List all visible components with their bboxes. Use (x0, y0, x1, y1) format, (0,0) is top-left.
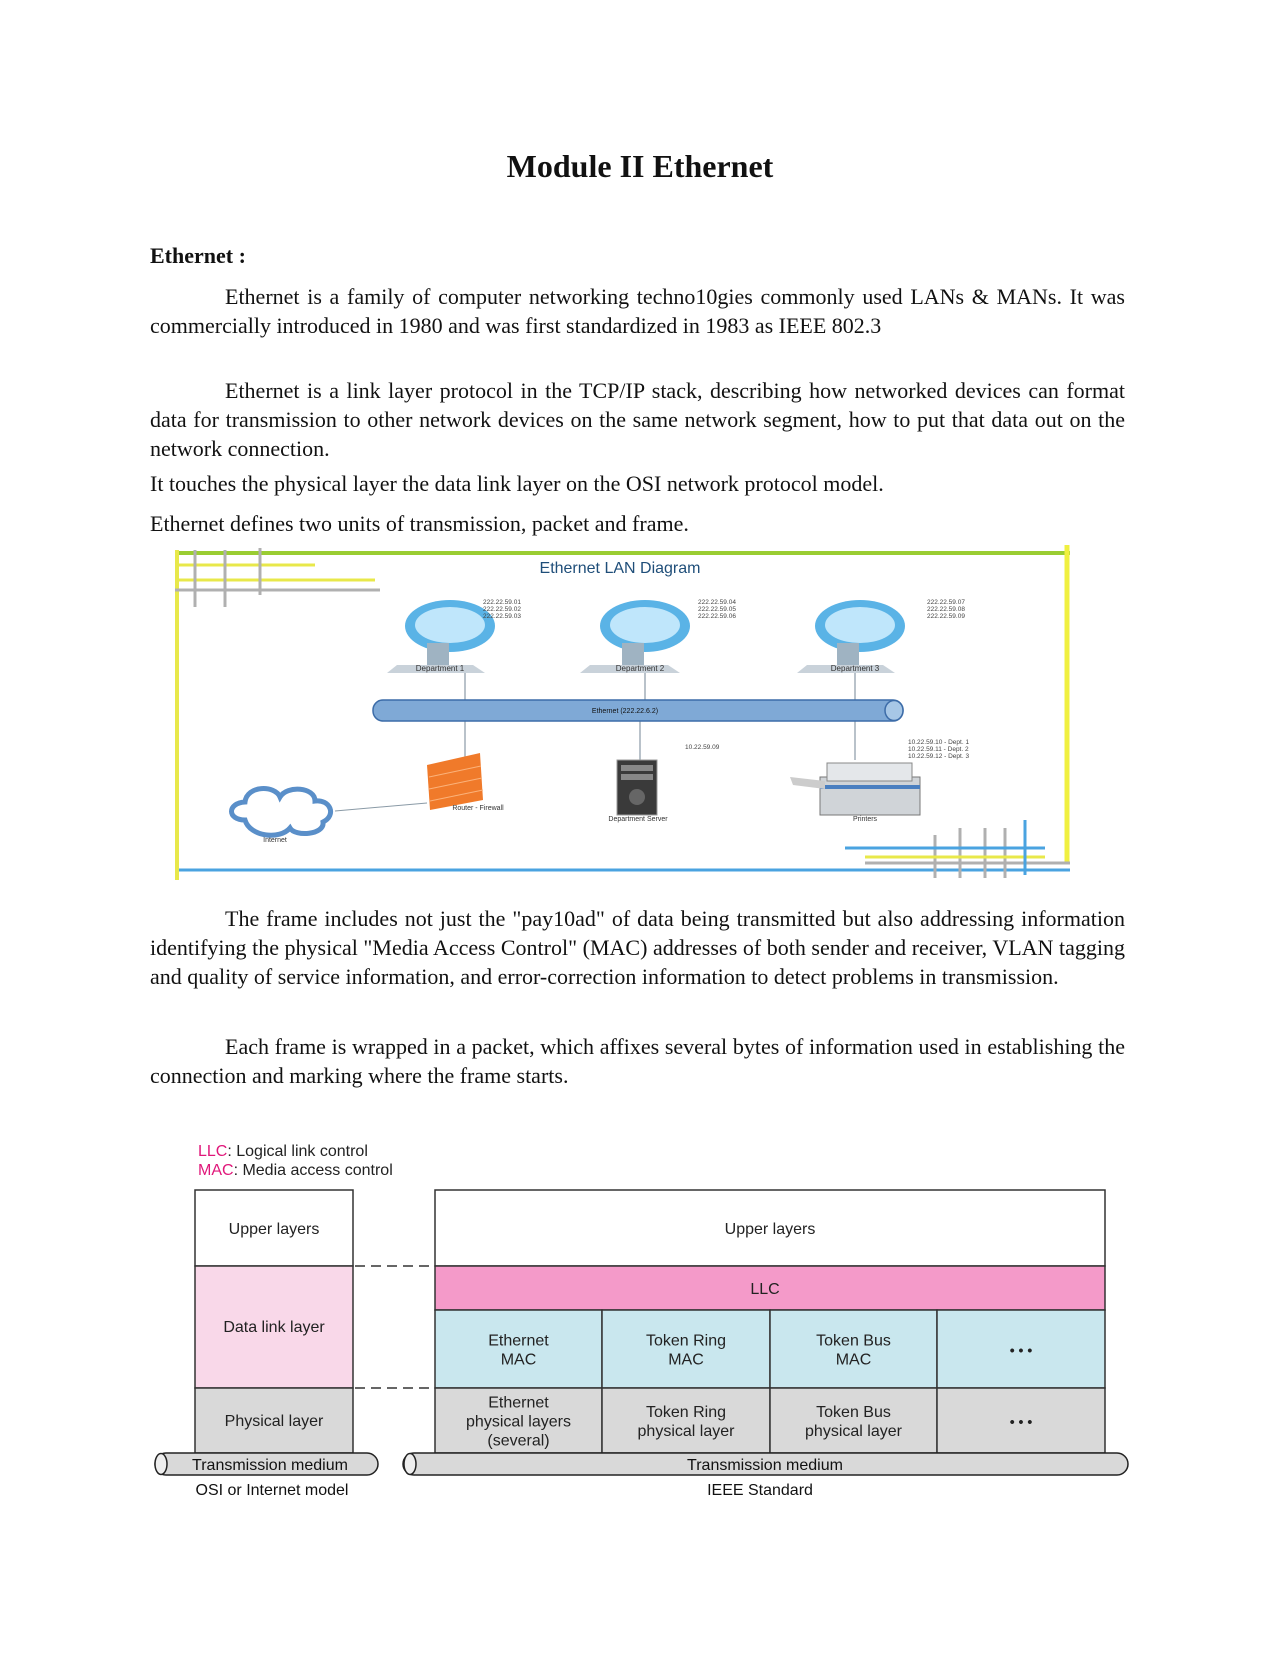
ip-label: 222.22.59.08 (927, 606, 965, 613)
ip-label: 222.22.59.05 (698, 606, 736, 613)
computer-icon (580, 600, 690, 673)
computer-icon (797, 600, 905, 673)
paragraph-link-layer: Ethernet is a link layer protocol in the… (150, 378, 1125, 461)
mac-cell-label: Token Bus (816, 1333, 891, 1350)
ip-label: 222.22.59.02 (483, 606, 521, 613)
server-label: Department Server (608, 816, 668, 823)
mac-cell-label: Token Ring (646, 1333, 726, 1350)
physical-cell (434, 1387, 603, 1454)
printer-ip-label: 10.22.59.12 - Dept. 3 (908, 753, 969, 760)
paragraph-intro: Ethernet is a family of computer network… (150, 284, 1125, 338)
physical-cell-label: Token Bus (816, 1404, 891, 1421)
paragraph-units: Ethernet defines two units of transmissi… (150, 511, 689, 536)
osi-caption: OSI or Internet model (196, 1482, 349, 1499)
section-heading: Ethernet : (150, 243, 246, 268)
legend-mac-text: : Media access control (234, 1162, 393, 1179)
physical-cell-label: (several) (487, 1433, 549, 1450)
physical-cell-label: physical layers (466, 1414, 571, 1431)
printer-icon (790, 762, 921, 816)
ip-label: 222.22.59.06 (698, 613, 736, 620)
ip-label: 222.22.59.03 (483, 613, 521, 620)
ieee-transmission-medium: Transmission medium (402, 1452, 1129, 1476)
mac-cell-label: • • • (1010, 1342, 1033, 1358)
printer-ip-label: 10.22.59.10 - Dept. 1 (908, 739, 969, 746)
paragraph-osi: It touches the physical layer the data l… (150, 471, 884, 496)
ieee-upper-label: Upper layers (725, 1221, 816, 1238)
mac-cell (769, 1309, 938, 1389)
mac-cell (936, 1309, 1106, 1389)
physical-cell-label: Ethernet (488, 1395, 549, 1412)
router-label: Router - Firewall (452, 805, 504, 812)
lan-diagram-title: Ethernet LAN Diagram (540, 560, 701, 577)
department-label: Department 3 (831, 664, 880, 673)
bus-label: Ethernet (222.22.6.2) (592, 708, 658, 715)
physical-row: Ethernet physical layers (several) Token Ri… (434, 1387, 1106, 1454)
physical-cell-label: physical layer (805, 1423, 903, 1440)
printer-ip-label: 10.22.59.11 - Dept. 2 (908, 746, 969, 753)
paragraph-packet: Each frame is wrapped in a packet, which… (150, 1034, 1125, 1088)
osi-transmission-medium: Transmission medium (154, 1452, 379, 1476)
physical-cell (601, 1387, 771, 1454)
ip-label: 222.22.59.01 (483, 599, 521, 606)
mac-cell-label: Ethernet (488, 1333, 549, 1350)
mac-cell-label: MAC (836, 1352, 872, 1369)
cloud-icon (229, 786, 334, 838)
osi-data-link-box (194, 1265, 354, 1389)
osi-upper-label: Upper layers (229, 1221, 320, 1238)
ip-label: 222.22.59.07 (927, 599, 965, 606)
legend-llc-abbr: LLC (198, 1143, 227, 1160)
printers-label: Printers (853, 816, 878, 823)
legend-llc-text: : Logical link control (227, 1143, 368, 1160)
ieee-medium-label: Transmission medium (687, 1457, 843, 1474)
llc-label: LLC (750, 1281, 779, 1298)
ip-label: 222.22.59.04 (698, 599, 736, 606)
server-icon (616, 759, 658, 816)
ieee-caption: IEEE Standard (707, 1482, 813, 1499)
server-ip-label: 10.22.59.09 (685, 744, 720, 751)
legend-llc: LLC: Logical link control (198, 1143, 368, 1160)
physical-cell-label: Token Ring (646, 1404, 726, 1421)
computer-icon (387, 600, 495, 673)
page-title: Module II Ethernet (506, 148, 774, 184)
physical-cell (936, 1387, 1106, 1454)
department-label: Department 1 (416, 664, 465, 673)
paragraph-frame: The frame includes not just the "pay10ad… (150, 906, 1125, 989)
osi-datalink-label: Data link layer (223, 1319, 325, 1336)
ip-label: 222.22.59.09 (927, 613, 965, 620)
internet-label: Internet (263, 837, 287, 844)
osi-upper-layers-box (194, 1189, 354, 1267)
mac-cell-label: MAC (668, 1352, 704, 1369)
osi-medium-label: Transmission medium (192, 1457, 348, 1474)
firewall-icon (427, 753, 484, 810)
legend-mac-abbr: MAC (198, 1162, 234, 1179)
physical-cell-label: • • • (1010, 1414, 1033, 1430)
mac-cell-label: MAC (501, 1352, 537, 1369)
department-label: Department 2 (616, 664, 665, 673)
llc-box (434, 1265, 1106, 1311)
ethernet-lan-diagram: Ethernet LAN Diagram Department 1 Depart… (175, 545, 1070, 880)
physical-cell-label: physical layer (638, 1423, 736, 1440)
mac-cell (434, 1309, 603, 1389)
legend-mac: MAC: Media access control (198, 1162, 393, 1179)
osi-physical-label: Physical layer (225, 1413, 324, 1430)
